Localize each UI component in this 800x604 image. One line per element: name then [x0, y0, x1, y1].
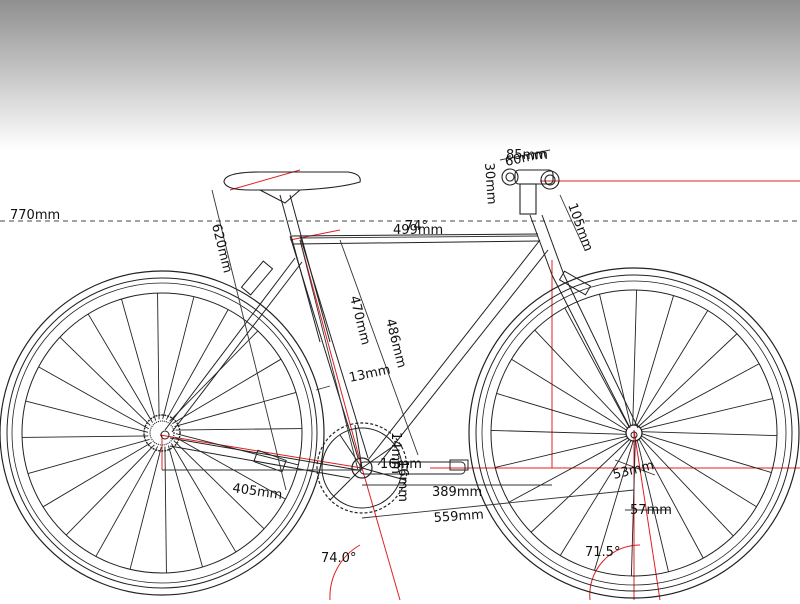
spoke	[638, 438, 704, 559]
spoke	[636, 440, 669, 572]
spoke	[491, 429, 627, 435]
spoke	[172, 358, 282, 424]
label-stem-length: 85mm	[506, 148, 548, 163]
spoke	[121, 298, 157, 421]
red-guide-lines	[159, 169, 800, 601]
spoke	[640, 437, 734, 537]
spoke	[175, 436, 286, 500]
label-fork-offset: 57mm	[630, 503, 672, 518]
spoke	[65, 444, 155, 536]
spoke	[639, 363, 760, 429]
label-front-center-h: 389mm	[432, 485, 482, 500]
spoke	[534, 329, 628, 429]
saddle	[223, 171, 361, 204]
spoke	[599, 294, 632, 426]
spoke	[495, 435, 627, 468]
spoke	[634, 295, 674, 426]
rear-wheel	[0, 270, 325, 596]
spoke	[171, 443, 237, 553]
chainring	[316, 422, 408, 514]
spoke	[559, 440, 632, 556]
spoke	[564, 307, 630, 428]
label-top-tube: 499mm	[393, 223, 443, 238]
label-steerer-spacer: 30mm	[481, 162, 499, 205]
spoke	[165, 309, 229, 420]
spoke	[173, 440, 265, 530]
spoke	[594, 440, 634, 571]
stem-handlebar	[501, 168, 560, 215]
spoke	[42, 442, 152, 508]
label-head-tube-angle: 71.5°	[585, 545, 620, 560]
spoke	[59, 336, 151, 426]
bike-frame	[164, 194, 639, 479]
dimension-lines	[162, 149, 670, 519]
spoke	[641, 431, 777, 437]
spoke	[169, 330, 259, 422]
spoke	[632, 290, 638, 426]
spoke	[641, 435, 757, 508]
label-seat-angle-top: 74°	[405, 219, 428, 234]
spoke	[129, 446, 162, 570]
spoke	[174, 392, 297, 428]
spoke	[496, 393, 627, 433]
spoke	[636, 310, 709, 426]
label-bb-drop-b: 16mm	[380, 457, 422, 472]
label-bb-drop-c: 16mm	[395, 460, 410, 502]
spoke	[22, 435, 149, 438]
spoke	[157, 293, 160, 420]
label-seat-tube-angle: 74.0°	[321, 551, 356, 566]
label-front-center: 559mm	[433, 508, 484, 526]
spoke	[508, 437, 629, 503]
spoke	[27, 438, 150, 474]
spoke	[641, 398, 773, 431]
front-wheel	[468, 267, 800, 599]
spoke	[175, 428, 302, 431]
spoke	[162, 296, 195, 420]
spoke	[95, 446, 159, 557]
spoke	[511, 358, 627, 431]
spoke	[630, 440, 636, 576]
spoke	[87, 313, 153, 423]
spoke	[530, 439, 630, 533]
label-chainstay: 405mm	[231, 481, 283, 503]
spoke	[641, 433, 772, 473]
spoke	[25, 400, 149, 433]
spoke	[167, 445, 203, 568]
label-bb-drop-a: 14mm	[388, 432, 403, 474]
spoke	[638, 333, 738, 427]
spoke	[164, 446, 167, 573]
spoke	[38, 366, 149, 430]
label-reference-height: 770mm	[10, 208, 60, 223]
